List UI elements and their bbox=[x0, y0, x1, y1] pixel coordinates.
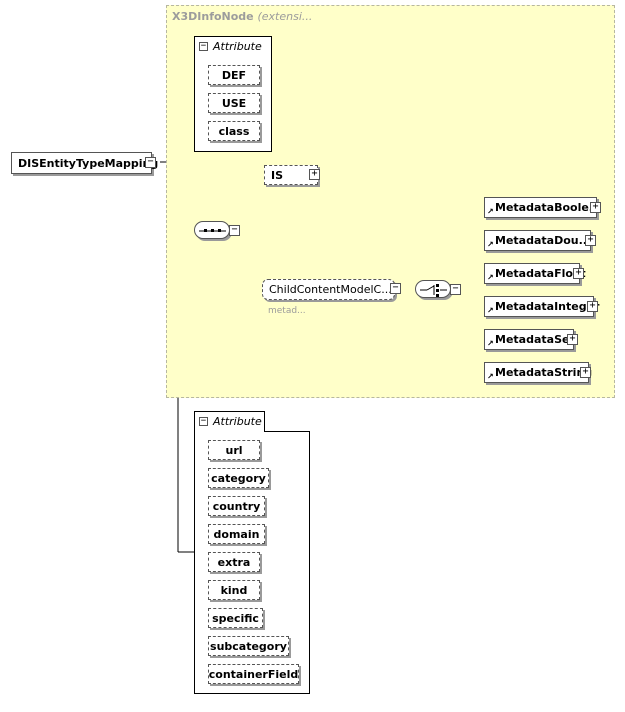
base-attributes-tab bbox=[194, 36, 272, 58]
group-child-content-collapse-button[interactable]: − bbox=[390, 283, 401, 294]
root-element-disentitytypemapping[interactable]: DISEntityTypeMapping bbox=[11, 152, 158, 174]
sequence-icon bbox=[199, 229, 226, 232]
element-is-expand-button[interactable]: + bbox=[309, 169, 320, 180]
attribute-kind[interactable]: kind bbox=[208, 580, 260, 600]
reference-arrow-icon: ↗ bbox=[487, 306, 494, 315]
extension-note: (extensi... bbox=[257, 10, 313, 23]
attribute-domain[interactable]: domain bbox=[208, 524, 265, 544]
attribute-def[interactable]: DEF bbox=[208, 65, 260, 85]
root-collapse-button[interactable]: − bbox=[145, 157, 156, 168]
own-attributes-header: Attribute bbox=[213, 415, 262, 428]
choice-icon bbox=[420, 284, 447, 297]
element-metadatastring[interactable]: ↗ MetadataString bbox=[484, 362, 593, 383]
element-metadatastring-label: MetadataString bbox=[495, 366, 593, 379]
group-child-content-model[interactable]: ChildContentModelC... bbox=[262, 279, 395, 300]
element-metadatainteger-label: MetadataInteger bbox=[495, 300, 600, 313]
element-metadatainteger[interactable]: ↗ MetadataInteger bbox=[484, 296, 599, 317]
element-metadataboolean-label: MetadataBoole... bbox=[495, 201, 602, 214]
element-metadataset[interactable]: ↗ MetadataSet bbox=[484, 329, 575, 350]
base-attributes-collapse-button[interactable]: − bbox=[199, 41, 208, 51]
reference-arrow-icon: ↗ bbox=[487, 240, 494, 249]
element-metadatafloat-label: MetadataFloat bbox=[495, 267, 586, 280]
element-metadataset-label: MetadataSet bbox=[495, 333, 575, 346]
sequence-compositor[interactable] bbox=[194, 221, 230, 239]
reference-arrow-icon: ↗ bbox=[487, 339, 494, 348]
element-metadatainteger-expand-button[interactable]: + bbox=[587, 301, 598, 312]
base-attributes-header: Attribute bbox=[213, 40, 262, 53]
root-element-label: DISEntityTypeMapping bbox=[18, 156, 159, 170]
own-attributes-collapse-button[interactable]: − bbox=[199, 416, 208, 426]
element-is[interactable]: IS bbox=[264, 165, 318, 185]
attribute-extra[interactable]: extra bbox=[208, 552, 260, 572]
reference-arrow-icon: ↗ bbox=[487, 372, 494, 381]
attribute-specific[interactable]: specific bbox=[208, 608, 263, 628]
group-child-content-label: ChildContentModelC... bbox=[269, 283, 392, 296]
element-metadatadouble-expand-button[interactable]: + bbox=[585, 235, 596, 246]
element-metadatadouble-label: MetadataDou... bbox=[495, 234, 592, 247]
own-attributes-tab-join bbox=[195, 430, 264, 432]
reference-arrow-icon: ↗ bbox=[487, 207, 494, 216]
extension-title: X3DInfoNode (extensi... bbox=[172, 10, 312, 23]
attribute-url[interactable]: url bbox=[208, 440, 260, 460]
element-metadataboolean[interactable]: ↗ MetadataBoole... bbox=[484, 197, 601, 218]
element-metadataset-expand-button[interactable]: + bbox=[567, 334, 578, 345]
attribute-containerfield[interactable]: containerField bbox=[208, 664, 299, 684]
attribute-subcategory[interactable]: subcategory bbox=[208, 636, 289, 656]
element-metadatadouble[interactable]: ↗ MetadataDou... bbox=[484, 230, 591, 251]
attribute-category[interactable]: category bbox=[208, 468, 269, 488]
choice-compositor[interactable] bbox=[415, 280, 451, 298]
element-is-label: IS bbox=[271, 168, 284, 182]
choice-collapse-button[interactable]: − bbox=[450, 284, 461, 295]
attribute-country[interactable]: country bbox=[208, 496, 265, 516]
reference-arrow-icon: ↗ bbox=[487, 273, 494, 282]
attribute-use[interactable]: USE bbox=[208, 93, 260, 113]
element-metadatafloat[interactable]: ↗ MetadataFloat bbox=[484, 263, 586, 284]
sequence-collapse-button[interactable]: − bbox=[229, 225, 240, 236]
own-attributes-tab bbox=[194, 411, 265, 433]
group-child-content-annotation: metad... bbox=[268, 306, 306, 316]
element-metadatafloat-expand-button[interactable]: + bbox=[573, 268, 584, 279]
element-metadataboolean-expand-button[interactable]: + bbox=[590, 202, 601, 213]
extension-base-name: X3DInfoNode bbox=[172, 10, 254, 23]
element-metadatastring-expand-button[interactable]: + bbox=[580, 367, 591, 378]
attribute-class[interactable]: class bbox=[208, 121, 260, 141]
